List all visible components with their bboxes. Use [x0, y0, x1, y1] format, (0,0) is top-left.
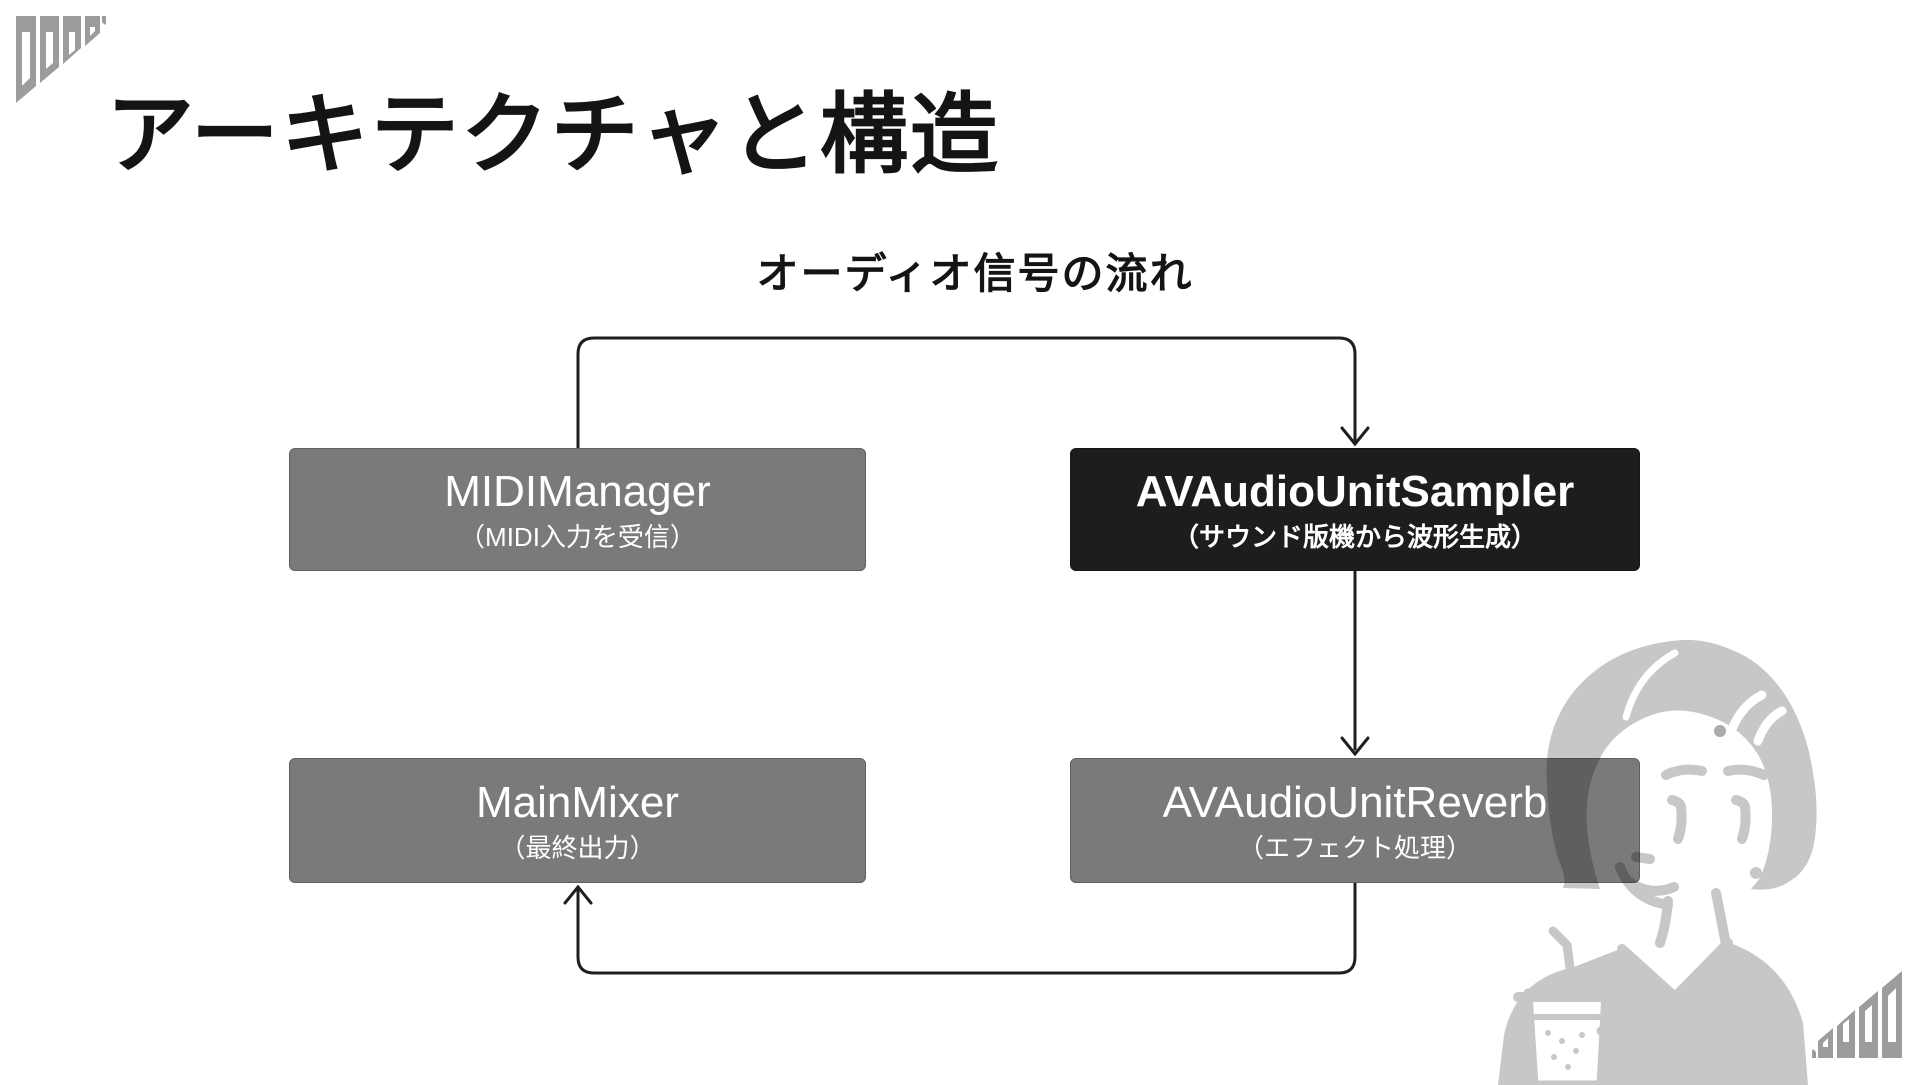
- diagram-title: オーディオ信号の流れ: [756, 250, 1194, 297]
- edge-reverb-to-mainmixer: [576, 881, 1357, 975]
- logo-glyph-3: [1837, 1010, 1855, 1058]
- node-sublabel: （MIDI入力を受信）: [459, 521, 696, 552]
- dojo-logo-icon-rotated: [1812, 971, 1902, 1058]
- person-neck-collar: [1617, 888, 1733, 1002]
- hair-parting-highlight: [1622, 649, 1679, 721]
- hand-fingers: [1596, 1026, 1635, 1076]
- node-midimanager: MIDIManager （MIDI入力を受信）: [289, 448, 866, 571]
- cup-texture-dots: [1545, 1030, 1585, 1070]
- logo-glyph-2: [40, 16, 59, 83]
- node-label: AVAudioUnitSampler: [1135, 466, 1575, 516]
- node-mainmixer: MainMixer （最終出力）: [289, 758, 866, 883]
- drink-cup: [1523, 988, 1611, 1085]
- logo-glyph-4: [85, 16, 100, 46]
- hair-shine-dot: [1714, 725, 1726, 737]
- logo-glyph-1: [1882, 971, 1902, 1058]
- hair-shine-arc-2: [1753, 706, 1787, 746]
- dojo-logo-icon: [16, 16, 106, 103]
- node-sublabel: （サウンド版機から波形生成）: [1172, 521, 1537, 552]
- node-avaudiounitsampler: AVAudioUnitSampler （サウンド版機から波形生成）: [1070, 448, 1640, 571]
- cup-lid-straw: [1513, 926, 1621, 1020]
- logo-glyph-2: [1859, 991, 1878, 1058]
- node-avaudiounitreverb: AVAudioUnitReverb （エフェクト処理）: [1070, 758, 1640, 883]
- person-torso: [1498, 943, 1808, 1085]
- slide-title: アーキテクチャと構造: [106, 85, 1000, 184]
- node-label: MainMixer: [476, 777, 679, 827]
- edge-midimanager-to-sampler: [576, 336, 1357, 450]
- logo-glyph-tick: [1812, 1049, 1816, 1058]
- logo-glyph-3: [63, 16, 81, 64]
- logo-glyph-1: [16, 16, 36, 103]
- node-sublabel: （最終出力）: [499, 832, 656, 863]
- node-sublabel: （エフェクト処理）: [1237, 832, 1472, 863]
- person-face-features: [1615, 764, 1769, 910]
- node-label: AVAudioUnitReverb: [1162, 777, 1548, 827]
- node-label: MIDIManager: [444, 466, 711, 516]
- arrowhead-down-sampler: [1340, 426, 1370, 447]
- arrowhead-up-mainmixer: [563, 884, 593, 905]
- logo-glyph-4: [1818, 1028, 1833, 1058]
- ear-dot: [1750, 867, 1762, 879]
- arrowhead-down-reverb: [1340, 736, 1370, 757]
- hair-shine-arc-1: [1727, 690, 1767, 734]
- logo-glyph-tick: [102, 16, 106, 25]
